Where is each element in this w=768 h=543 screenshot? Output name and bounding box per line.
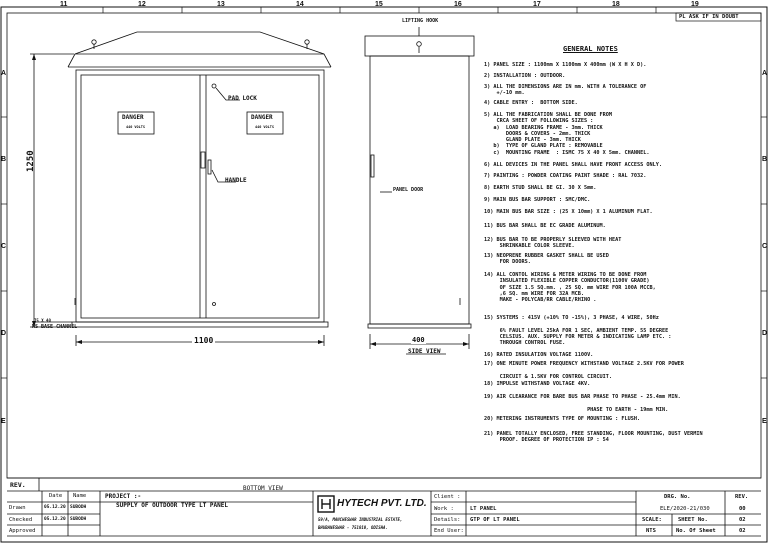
grid-row-b-right: B [762,156,768,163]
scale-label: SCALE: [642,517,662,523]
note-14: 14) ALL CONTOL WIRING & METER WIRING TO … [484,272,656,304]
danger-plate-right: DANGER [251,114,273,121]
note-12: 12) BUS BAR TO BE PROPERLY SLEEVED WITH … [484,237,622,250]
side-view-title: SIDE VIEW [408,348,441,355]
note-20: 20) METERING INSTRUMENTS TYPE OF MOUNTIN… [484,416,641,422]
danger-plate-left: DANGER [122,114,144,121]
approved-label: Approved [9,528,36,534]
no-of-sheet-value: 02 [739,528,746,534]
company-logo [317,495,335,513]
work-label: Work : [434,506,454,512]
enduser-label: End User: [434,528,464,534]
grid-col-17: 17 [533,1,541,8]
handle-callout: HANDLE [225,177,247,184]
drawn-date: 05.12.20 [44,505,66,510]
note-8: 8) EARTH STUD SHALL BE GI. 30 X 5mm. [484,185,597,191]
details-label: Details: [434,517,461,523]
name-header: Name [73,493,87,499]
grid-row-b: B [1,156,7,163]
note-21: 21) PANEL TOTALLY ENCLOSED, FREE STANDIN… [484,431,703,444]
scale-value: NTS [646,528,656,534]
note-9: 9) MAIN BUS BAR SUPPORT : SMC/DMC. [484,197,591,203]
lifting-hook-label: LIFTING HOOK [402,18,439,24]
drawn-name: SUBODH [70,505,87,510]
client-label: Client : [434,494,461,500]
grid-col-13: 13 [217,1,225,8]
danger-plate-left-sub: 440 VOLTS [126,125,145,129]
width-dimension: 1100 [192,336,216,345]
grid-col-15: 15 [375,1,383,8]
checked-label: Checked [9,517,33,523]
company-address-1: 59/A, MANCHESWAR INDUSTRIAL ESTATE, [318,517,403,522]
grid-row-c-right: C [762,243,768,250]
note-13: 13) NEOPRENE RUBBER GASKET SHALL BE USED… [484,253,609,266]
grid-row-e: E [1,418,6,425]
grid-row-a-right: A [762,70,768,77]
no-of-sheet-label: No. Of Sheet [676,528,716,534]
rev-value: 00 [739,506,746,512]
grid-col-18: 18 [612,1,620,8]
note-2: 2) INSTALLATION : OUTDOOR. [484,73,566,79]
note-17: 17) ONE MINUTE POWER FREQUENCY WITHSTAND… [484,361,684,380]
padlock-callout: PAD LOCK [228,95,257,102]
note-11: 11) BUS BAR SHALL BE EC GRADE ALUMINUM. [484,223,606,229]
panel-door-label: PANEL DOOR [393,187,424,193]
doubt-stamp: PL ASK IF IN DOUBT [679,14,739,20]
note-19: 19) AIR CLEARANCE FOR BARE BUS BAR PHASE… [484,394,681,413]
note-3: 3) ALL THE DIMENSIONS ARE IN mm. WITH A … [484,84,647,97]
note-15: 15) SYSTEMS : 415V (+10% TO -15%), 3 PHA… [484,315,672,347]
note-4: 4) CABLE ENTRY : BOTTOM SIDE. [484,100,578,106]
note-6: 6) ALL DEVICES IN THE PANEL SHALL HAVE F… [484,162,663,168]
danger-plate-right-sub: 440 VOLTS [255,125,274,129]
ms-base-channel-label: MS BASE CHANNEL [32,324,78,330]
grid-row-d: D [1,330,7,337]
checked-date: 05.12.20 [44,517,66,522]
checked-name: SUBODH [70,517,87,522]
note-18: 18) IMPULSE WITHSTAND VOLTAGE 4KV. [484,381,591,387]
note-16: 16) RATED INSULATION VOLTAGE 1100V. [484,352,594,358]
depth-dimension: 400 [411,336,426,344]
date-header: Date [49,493,63,499]
ms-base-dim: 75 X 40 [34,318,51,323]
note-5: 5) ALL THE FABRICATION SHALL BE DONE FRO… [484,112,650,156]
company-address-2: BHUBANESWAR - 751010, ODISHA. [318,525,388,530]
grid-row-e-right: E [762,418,767,425]
general-notes-title: GENERAL NOTES [563,45,618,53]
drg-no-label: DRG. No. [664,494,691,500]
note-7: 7) PAINTING : POWDER COATING PAINT SHADE… [484,173,647,179]
note-1: 1) PANEL SIZE : 1100mm X 1100mm X 400mm … [484,62,647,68]
grid-col-14: 14 [296,1,304,8]
details-value: GTP OF LT PANEL [470,517,520,523]
grid-row-c: C [1,243,7,250]
bottom-view-title: BOTTOM VIEW [243,485,283,492]
grid-col-12: 12 [138,1,146,8]
project-label: PROJECT :- [105,493,142,500]
sheet-no-value: 02 [739,517,746,523]
sheet-no-label: SHEET No. [678,517,708,523]
grid-row-a: A [1,70,7,77]
grid-col-16: 16 [454,1,462,8]
project-value: SUPPLY OF OUTDOOR TYPE LT PANEL [116,502,228,509]
rev-header: REV. [735,494,749,500]
grid-col-19: 19 [691,1,699,8]
grid-row-d-right: D [762,330,768,337]
grid-col-11: 11 [60,1,68,8]
drg-no-value: ELE/2020-21/030 [660,506,710,512]
drawn-label: Drawn [9,505,26,511]
rev-label: REV. [10,481,26,489]
work-value: LT PANEL [470,506,497,512]
note-10: 10) MAIN BUS BAR SIZE : (25 X 10mm) X 1 … [484,209,653,215]
company-name: HYTECH PVT. LTD. [337,498,427,509]
height-dimension: 1250 [26,150,36,172]
